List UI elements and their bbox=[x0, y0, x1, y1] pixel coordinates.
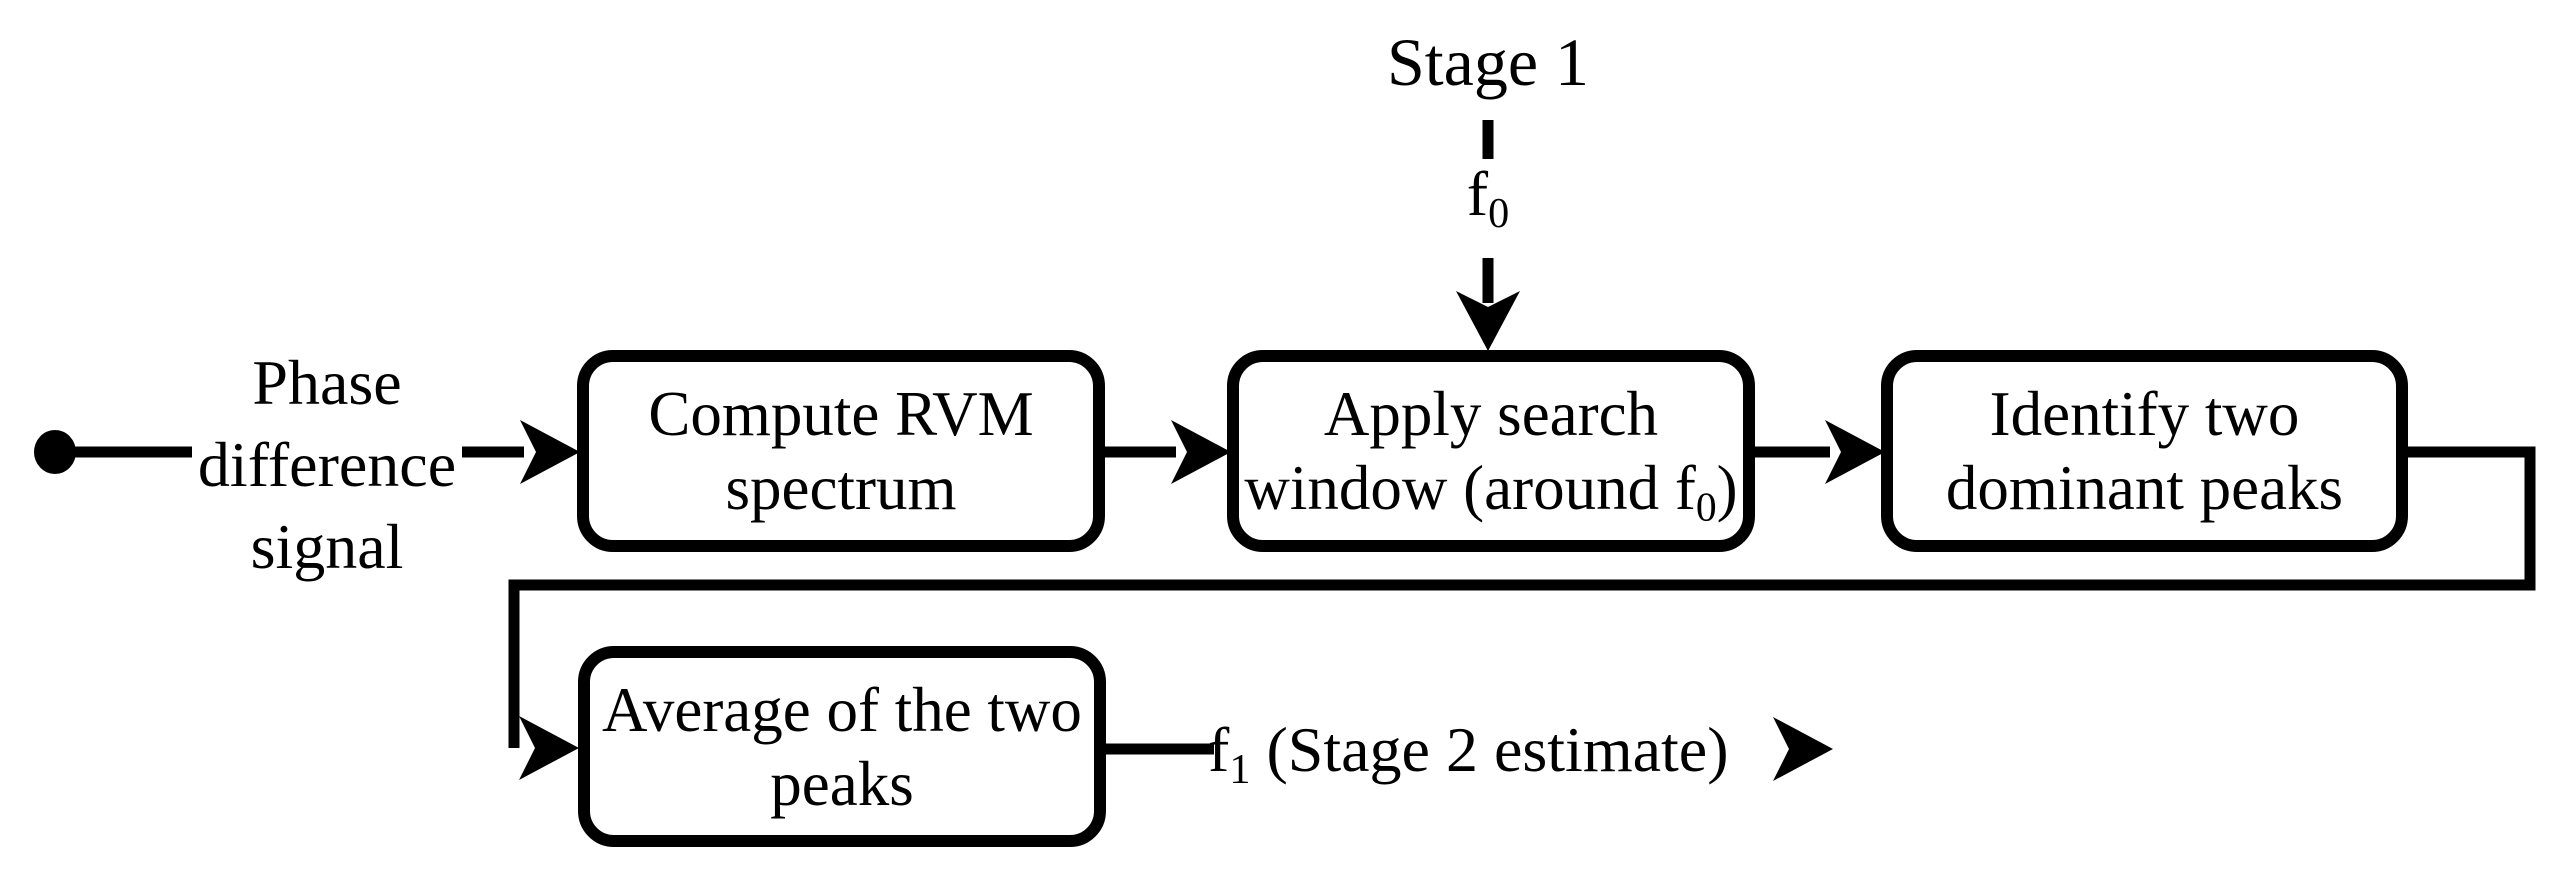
f0-label: f0 bbox=[1388, 162, 1588, 235]
feedback-arrowhead-icon bbox=[519, 716, 579, 780]
input-label-line1: Phase bbox=[252, 347, 402, 418]
start-node-icon bbox=[34, 430, 76, 474]
box-apply-search-window: Apply search window (around f0) bbox=[1227, 350, 1755, 552]
box-compute-line1: Compute RVM bbox=[648, 379, 1034, 449]
output-estimate-label: f1 (Stage 2 estimate) bbox=[1208, 712, 1729, 790]
box-identify-dominant-peaks: Identify two dominant peaks bbox=[1881, 350, 2408, 552]
box-window-line1: Apply search bbox=[1323, 379, 1659, 449]
f0-base: f bbox=[1466, 158, 1489, 229]
box-identify-line2: dominant peaks bbox=[1945, 453, 2344, 523]
f0-subscript: 0 bbox=[1488, 189, 1510, 237]
box-average-of-two-peaks: Average of the two peaks bbox=[578, 646, 1106, 847]
box-identify-line1: Identify two bbox=[1989, 379, 2300, 449]
arrowhead-window-to-identify-icon bbox=[1825, 420, 1885, 484]
output-arrowhead-icon bbox=[1773, 717, 1833, 781]
box-compute-line2: spectrum bbox=[725, 453, 957, 523]
input-label-line2: difference bbox=[125, 424, 529, 506]
box-window-line2: window (around f0) bbox=[1244, 453, 1738, 530]
output-rest: (Stage 2 estimate) bbox=[1250, 714, 1729, 785]
feedback-connector-line bbox=[508, 446, 2536, 748]
output-base: f bbox=[1208, 714, 1230, 785]
arrowhead-compute-to-window-icon bbox=[1171, 420, 1231, 484]
input-arrowhead-icon bbox=[520, 420, 580, 484]
box-average-line1: Average of the two bbox=[602, 674, 1082, 745]
input-signal-label: Phase difference signal bbox=[125, 342, 529, 588]
box-compute-rvm-spectrum: Compute RVM spectrum bbox=[577, 350, 1105, 552]
output-subscript: 1 bbox=[1229, 745, 1251, 793]
stage1-label: Stage 1 bbox=[1386, 24, 1590, 100]
box-average-line2: peaks bbox=[770, 748, 914, 819]
input-label-line3: signal bbox=[250, 511, 404, 582]
